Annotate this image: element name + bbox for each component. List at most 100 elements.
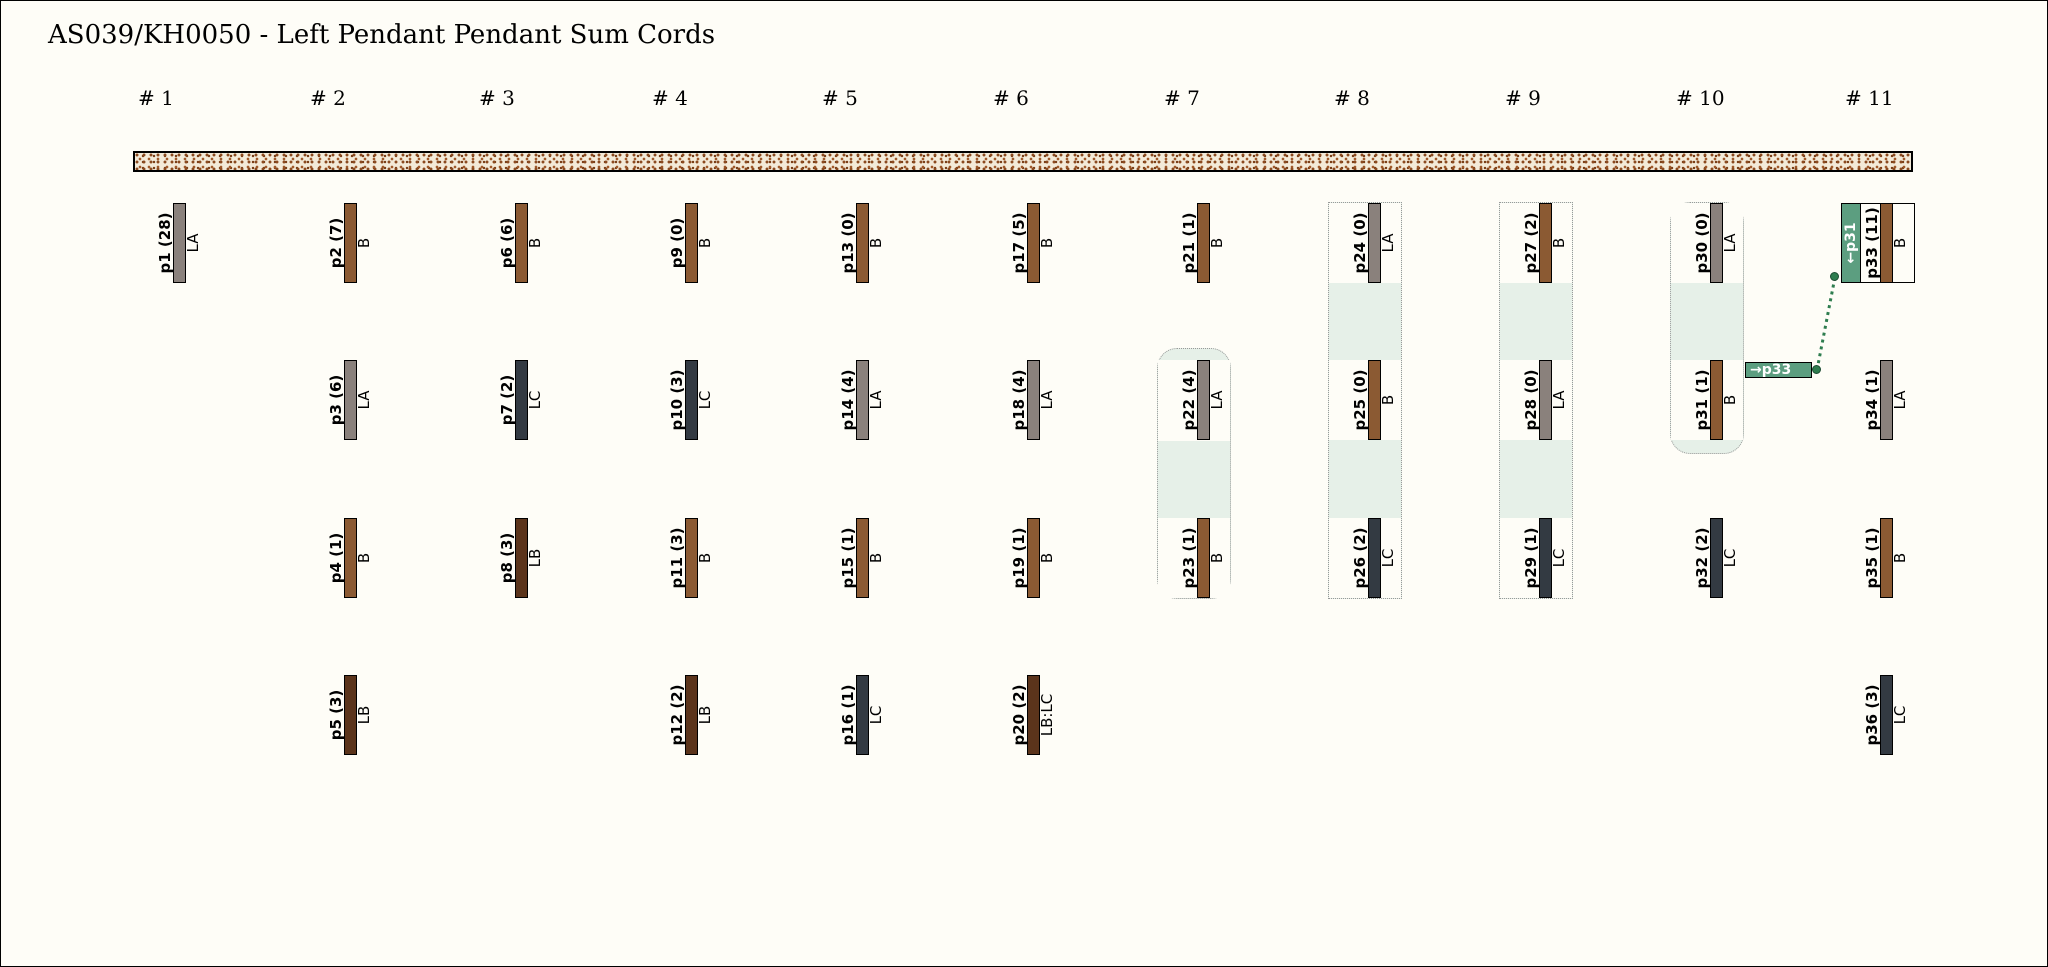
- group-label-5: # 5: [822, 86, 858, 110]
- band-g7-a: [1158, 360, 1230, 441]
- pendant-cord: [344, 675, 357, 755]
- cord-name-label: p10 (3): [668, 369, 686, 431]
- cord-name-label: p17 (5): [1010, 212, 1028, 274]
- pendant-cord: [685, 518, 698, 598]
- cord-name-label: p34 (1): [1863, 369, 1881, 431]
- cord-color-label: B: [1721, 394, 1739, 406]
- band-g8-c: [1329, 518, 1401, 598]
- cord-color-label: B: [526, 237, 544, 249]
- pendant-cord: [1880, 360, 1893, 440]
- band-g8-b: [1329, 360, 1401, 440]
- cord-name-label: p12 (2): [668, 684, 686, 746]
- cord-color-label: B: [1550, 237, 1568, 249]
- cord-name-label: p26 (2): [1351, 527, 1369, 589]
- cord-color-label: B: [1208, 552, 1226, 564]
- cord-name-label: p8 (3): [498, 532, 516, 584]
- cord-color-label: LA: [355, 390, 373, 410]
- cord-color-label: LC: [696, 390, 714, 410]
- pendant-cord: [344, 203, 357, 283]
- pendant-cord: [1710, 360, 1723, 440]
- group-label-8: # 8: [1334, 86, 1370, 110]
- pendant-cord: [344, 518, 357, 598]
- cord-name-label: p30 (0): [1693, 212, 1711, 274]
- cord-color-label: LA: [1379, 233, 1397, 253]
- group-label-4: # 4: [652, 86, 688, 110]
- cord-name-label: p25 (0): [1351, 369, 1369, 431]
- cord-color-label: B: [1038, 237, 1056, 249]
- cord-name-label: p23 (1): [1180, 527, 1198, 589]
- cord-name-label: p20 (2): [1010, 684, 1028, 746]
- cord-color-label: LB: [526, 548, 544, 568]
- cord-name-label: p21 (1): [1180, 212, 1198, 274]
- link-dot-start: [1812, 365, 1821, 374]
- pendant-cord: [856, 203, 869, 283]
- link-tag-from-p31: ←p31: [1841, 203, 1861, 283]
- cord-color-label: LA: [184, 233, 202, 253]
- cord-color-label: LC: [1721, 548, 1739, 568]
- link-dot-end: [1830, 272, 1839, 281]
- pendant-cord: [685, 675, 698, 755]
- group-label-7: # 7: [1164, 86, 1200, 110]
- cord-name-label: p29 (1): [1522, 527, 1540, 589]
- band-g8-a: [1329, 203, 1401, 283]
- link-tag-to-p33: →p33: [1745, 362, 1812, 378]
- cord-name-label: p14 (4): [839, 369, 857, 431]
- cord-name-label: p13 (0): [839, 212, 857, 274]
- pendant-cord: [856, 360, 869, 440]
- pendant-cord: [173, 203, 186, 283]
- pendant-cord: [1539, 203, 1552, 283]
- cord-name-label: p3 (6): [327, 374, 345, 426]
- pendant-cord: [344, 360, 357, 440]
- cord-color-label: B: [1208, 237, 1226, 249]
- pendant-cord: [1539, 518, 1552, 598]
- pendant-cord: [685, 203, 698, 283]
- cord-color-label: B: [355, 552, 373, 564]
- pendant-cord: [856, 518, 869, 598]
- cord-color-label: LB: [355, 705, 373, 725]
- pendant-cord: [856, 675, 869, 755]
- cord-name-label: p36 (3): [1863, 684, 1881, 746]
- group-label-3: # 3: [479, 86, 515, 110]
- pendant-cord: [1027, 203, 1040, 283]
- cord-color-label: B: [696, 237, 714, 249]
- cord-name-label: p28 (0): [1522, 369, 1540, 431]
- band-g10-b: [1671, 360, 1743, 440]
- cord-color-label: LB: [696, 705, 714, 725]
- cord-name-label: p6 (6): [498, 217, 516, 269]
- cord-name-label: p35 (1): [1863, 527, 1881, 589]
- primary-cord: [133, 151, 1913, 172]
- pendant-cord: [1539, 360, 1552, 440]
- cord-name-label: p2 (7): [327, 217, 345, 269]
- cord-color-label: LC: [1891, 705, 1909, 725]
- cord-color-label: LA: [867, 390, 885, 410]
- cord-color-label: LA: [1721, 233, 1739, 253]
- cord-name-label: p7 (2): [498, 374, 516, 426]
- group-label-1: # 1: [138, 86, 174, 110]
- cord-name-label: p27 (2): [1522, 212, 1540, 274]
- cord-color-label: B: [867, 552, 885, 564]
- pendant-cord: [515, 203, 528, 283]
- cord-color-label: LC: [526, 390, 544, 410]
- cord-color-label: LC: [1379, 548, 1397, 568]
- cord-color-label: B: [867, 237, 885, 249]
- group-label-11: # 11: [1845, 86, 1894, 110]
- cord-name-label: p16 (1): [839, 684, 857, 746]
- group-label-2: # 2: [310, 86, 346, 110]
- pendant-cord: [1197, 360, 1210, 440]
- pendant-cord: [1880, 518, 1893, 598]
- link-tag-from-p31-text: ←p31: [1843, 222, 1859, 264]
- band-g9-b: [1500, 360, 1572, 440]
- cord-name-label: p31 (1): [1693, 369, 1711, 431]
- pendant-cord: [1368, 203, 1381, 283]
- sum-cord-box: [1860, 203, 1915, 283]
- cord-color-label: LA: [1208, 390, 1226, 410]
- cord-name-label: p9 (0): [668, 217, 686, 269]
- pendant-cord: [1027, 675, 1040, 755]
- pendant-cord: [1368, 360, 1381, 440]
- pendant-cord: [1027, 518, 1040, 598]
- cord-color-label: LC: [1550, 548, 1568, 568]
- group-label-10: # 10: [1676, 86, 1725, 110]
- pendant-cord: [1197, 203, 1210, 283]
- cord-color-label: B: [1379, 394, 1397, 406]
- cord-name-label: p15 (1): [839, 527, 857, 589]
